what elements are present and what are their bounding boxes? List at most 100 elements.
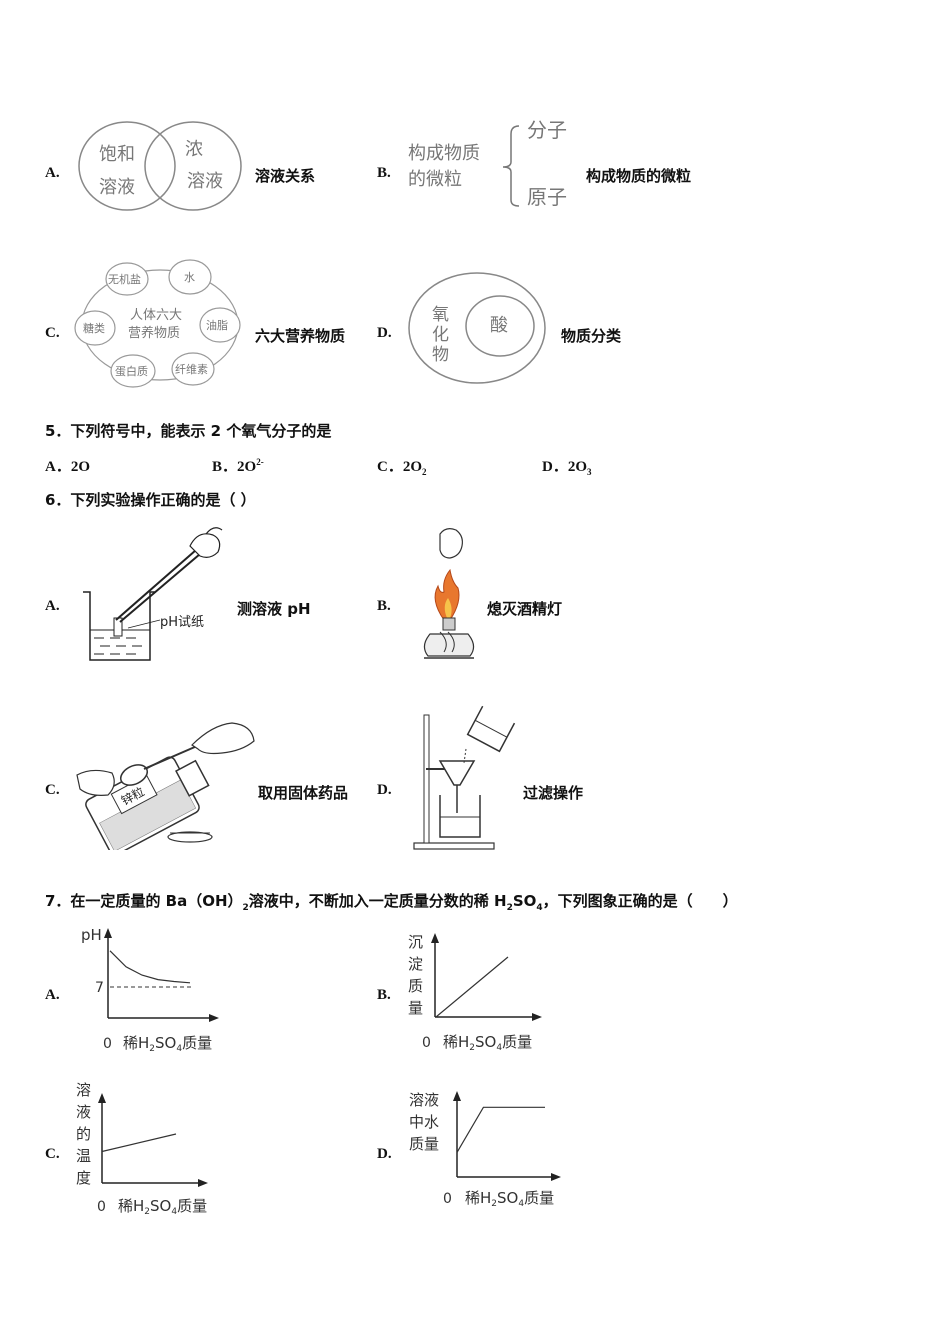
option-b-caption: 构成物质的微粒 xyxy=(586,167,692,185)
chart-b-xlabel-1: 稀H xyxy=(443,1033,469,1051)
venn-left-text-2: 溶液 xyxy=(99,177,135,198)
particle-brace-diagram: 构成物质 的微粒 分子 原子 xyxy=(408,118,567,209)
chart-c-xlabel-2: SO xyxy=(150,1197,171,1215)
chart-a-xlabel-3: 质量 xyxy=(182,1034,212,1052)
node-protein: 蛋白质 xyxy=(115,364,148,378)
chart-b-xlabel-3: 质量 xyxy=(502,1033,532,1051)
chart-c-xlabel-1: 稀H xyxy=(118,1197,144,1215)
brace-main-text: 构成物质 xyxy=(408,143,480,164)
q6-stem: 6．下列实验操作正确的是（ ） xyxy=(45,491,256,509)
q5-option-a: A．2O xyxy=(45,455,90,476)
q6-option-d-label: D. xyxy=(377,782,392,798)
c-ylabel-3: 的 xyxy=(76,1125,91,1143)
chart-a-xlabel-sub1: 2 xyxy=(149,1044,155,1054)
q5-a-text: 2O xyxy=(70,459,91,475)
q5-stem: 5．下列符号中，能表示 2 个氧气分子的是 xyxy=(45,422,332,440)
q5-b-sup: 2- xyxy=(256,457,264,467)
chart-c-xlabel: 稀H2SO4质量 xyxy=(118,1197,207,1217)
q5-d-label: D． xyxy=(542,459,568,475)
node-inorganic-salt: 无机盐 xyxy=(108,272,141,286)
node-water: 水 xyxy=(184,271,195,284)
q5-b-label: B． xyxy=(212,459,238,475)
q7-stem-part-2: 溶液中，不断加入一定质量分数的稀 H xyxy=(248,892,507,910)
chart-d-origin: 0 xyxy=(443,1191,452,1207)
chart-a-origin: 0 xyxy=(103,1036,112,1052)
q7-stem-part-3: SO xyxy=(512,892,537,910)
outer-text-3: 物 xyxy=(432,345,449,365)
chart-b-xlabel-sub1: 2 xyxy=(469,1043,475,1053)
q7-stem: 7．在一定质量的 Ba（OH）2溶液中，不断加入一定质量分数的稀 H2SO4，下… xyxy=(45,890,738,913)
node-fat: 油脂 xyxy=(206,318,228,332)
d-ylabel-3: 质量 xyxy=(409,1135,439,1153)
chart-a-xlabel-2: SO xyxy=(155,1034,176,1052)
chart-d-xlabel-2: SO xyxy=(497,1189,518,1207)
q6-option-b-caption: 熄灭酒精灯 xyxy=(487,600,563,618)
precipitate-chart: 沉 淀 质 量 0 稀H2SO4质量 xyxy=(408,933,542,1053)
d-ylabel-2: 中水 xyxy=(409,1113,439,1131)
b-ylabel-1: 沉 xyxy=(408,933,423,951)
c-ylabel-1: 溶 xyxy=(76,1081,91,1099)
venn-right-text: 浓 xyxy=(185,139,203,160)
d-ylabel-1: 溶液 xyxy=(409,1091,439,1109)
q6-option-d-caption: 过滤操作 xyxy=(523,784,584,802)
chart-d-xlabel-3: 质量 xyxy=(524,1189,554,1207)
nutrients-center-text-2: 营养物质 xyxy=(128,325,180,341)
chart-a-xlabel-sub2: 4 xyxy=(176,1044,182,1054)
q5-option-c: C．2O2 xyxy=(377,455,427,477)
chart-b-xlabel: 稀H2SO4质量 xyxy=(443,1033,532,1053)
q6-option-c-caption: 取用固体药品 xyxy=(258,784,349,802)
chart-b-origin: 0 xyxy=(422,1035,431,1051)
water-mass-line xyxy=(456,1106,545,1153)
outer-text-1: 氧 xyxy=(432,305,449,325)
precipitate-line xyxy=(435,956,509,1018)
option-a-caption: 溶液关系 xyxy=(255,167,316,185)
water-mass-chart: 溶液 中水 质量 0 稀H2SO4质量 xyxy=(409,1091,561,1209)
filtration-illustration xyxy=(413,705,516,850)
chart-d-xlabel-sub1: 2 xyxy=(491,1199,497,1209)
inner-text: 酸 xyxy=(490,315,508,336)
q6-option-a-label: A. xyxy=(45,598,60,614)
q5-c-sub: 2 xyxy=(422,467,427,477)
brace-main-text-2: 的微粒 xyxy=(408,169,462,190)
chart-a-xlabel-1: 稀H xyxy=(123,1034,149,1052)
classification-diagram: 氧 化 物 酸 xyxy=(408,272,546,384)
c-ylabel-4: 温 xyxy=(76,1147,91,1165)
q5-a-label: A． xyxy=(45,459,71,475)
chart-b-xlabel-2: SO xyxy=(475,1033,496,1051)
alcohol-lamp-illustration xyxy=(423,528,475,659)
option-d-label: D. xyxy=(377,325,392,341)
q5-d-sub: 3 xyxy=(587,467,592,477)
q5-option-d: D．2O3 xyxy=(542,455,592,477)
outer-text-2: 化 xyxy=(432,325,449,345)
chart-d-xlabel-1: 稀H xyxy=(465,1189,491,1207)
q7-stem-part-1: 7．在一定质量的 Ba（OH） xyxy=(45,892,243,910)
chart-a-xlabel: 稀H2SO4质量 xyxy=(123,1034,212,1054)
q6-option-c-label: C. xyxy=(45,782,60,798)
q7-option-c-label: C. xyxy=(45,1146,60,1162)
q7-option-d-label: D. xyxy=(377,1146,392,1162)
c-ylabel-5: 度 xyxy=(76,1169,91,1187)
q6-option-b-label: B. xyxy=(377,598,391,614)
chart-c-xlabel-sub2: 4 xyxy=(171,1207,177,1217)
ph-paper-label: pH试纸 xyxy=(160,615,204,630)
b-ylabel-4: 量 xyxy=(408,999,423,1017)
option-b-label: B. xyxy=(377,165,391,181)
q7-option-b-label: B. xyxy=(377,987,391,1003)
chart-c-origin: 0 xyxy=(97,1199,106,1215)
q7-stem-sub-1: 2 xyxy=(242,903,249,913)
nutrients-center-text: 人体六大 xyxy=(130,308,182,323)
q5-b-text: 2O xyxy=(237,459,257,475)
q5-c-text: 2O xyxy=(402,459,423,475)
chart-b-xlabel-sub2: 4 xyxy=(496,1043,502,1053)
q5-d-text: 2O xyxy=(567,459,588,475)
saturated-solution-venn: 饱和 溶液 浓 溶液 xyxy=(78,121,242,211)
c-ylabel-2: 液 xyxy=(76,1103,91,1121)
chart-c-xlabel-sub1: 2 xyxy=(144,1207,150,1217)
q5-option-b: B．2O2- xyxy=(212,455,264,476)
q5-c-label: C． xyxy=(377,459,403,475)
chart-d-xlabel-sub2: 4 xyxy=(518,1199,524,1209)
b-ylabel-3: 质 xyxy=(408,977,423,995)
temperature-line xyxy=(101,1133,177,1153)
brace-top-text: 分子 xyxy=(527,118,567,142)
option-d-caption: 物质分类 xyxy=(561,327,622,345)
